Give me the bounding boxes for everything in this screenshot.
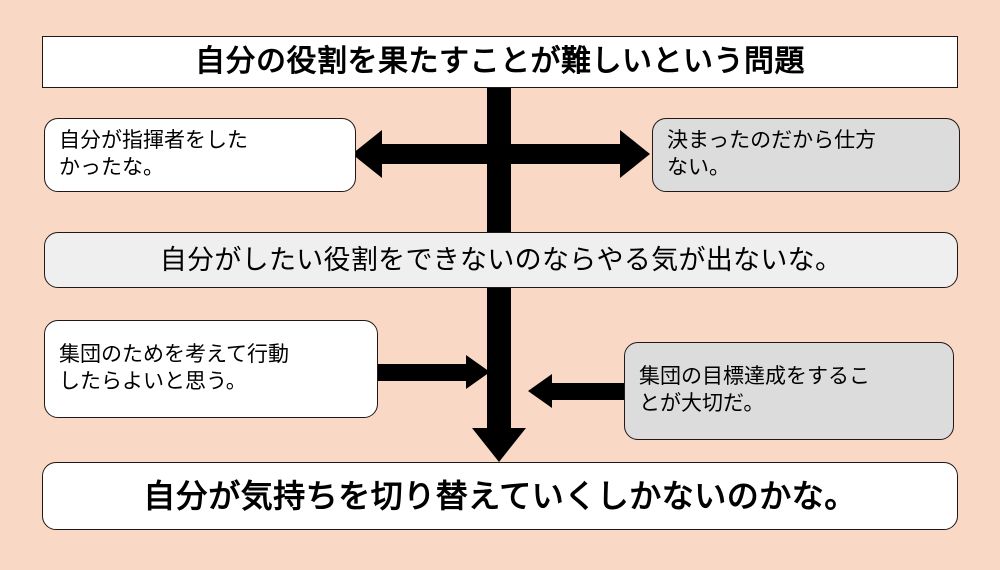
row1-left-comment-text: 自分が指揮者をした かったな。	[59, 129, 248, 179]
trunk-arrow-head-down-icon	[472, 428, 526, 462]
middle-statement-text: 自分がしたい役割をできないのならやる気が出ないな。	[159, 244, 843, 275]
row2-left-arrow-shaft	[378, 364, 470, 381]
row1-arrow-shaft	[382, 144, 620, 164]
row1-arrow-head-right-icon	[620, 130, 650, 178]
middle-statement-box: 自分がしたい役割をできないのならやる気が出ないな。	[44, 232, 958, 288]
row2-right-arrow-shaft	[552, 383, 626, 400]
row2-left-comment-box: 集団のためを考えて行動 したらよいと思う。	[44, 320, 378, 418]
row1-arrow-head-left-icon	[352, 130, 382, 178]
row2-right-comment-box: 集団の目標達成をするこ とが大切だ。	[624, 342, 954, 440]
row2-right-comment-text: 集団の目標達成をするこ とが大切だ。	[639, 365, 870, 415]
row2-right-arrow-head-left-icon	[528, 374, 552, 408]
row2-left-arrow-head-right-icon	[466, 355, 490, 389]
conclusion-box: 自分が気持ちを切り替えていくしかないのかな。	[42, 462, 958, 530]
row1-left-comment-box: 自分が指揮者をした かったな。	[44, 118, 356, 192]
conclusion-text: 自分が気持ちを切り替えていくしかないのかな。	[143, 477, 857, 514]
row2-left-comment-text: 集団のためを考えて行動 したらよいと思う。	[59, 343, 289, 393]
row1-right-comment-text: 決まったのだから仕方 ない。	[667, 129, 877, 179]
problem-title-text: 自分の役割を果たすことが難しいという問題	[195, 44, 805, 78]
problem-title-box: 自分の役割を果たすことが難しいという問題	[42, 36, 958, 88]
row1-right-comment-box: 決まったのだから仕方 ない。	[652, 118, 960, 192]
